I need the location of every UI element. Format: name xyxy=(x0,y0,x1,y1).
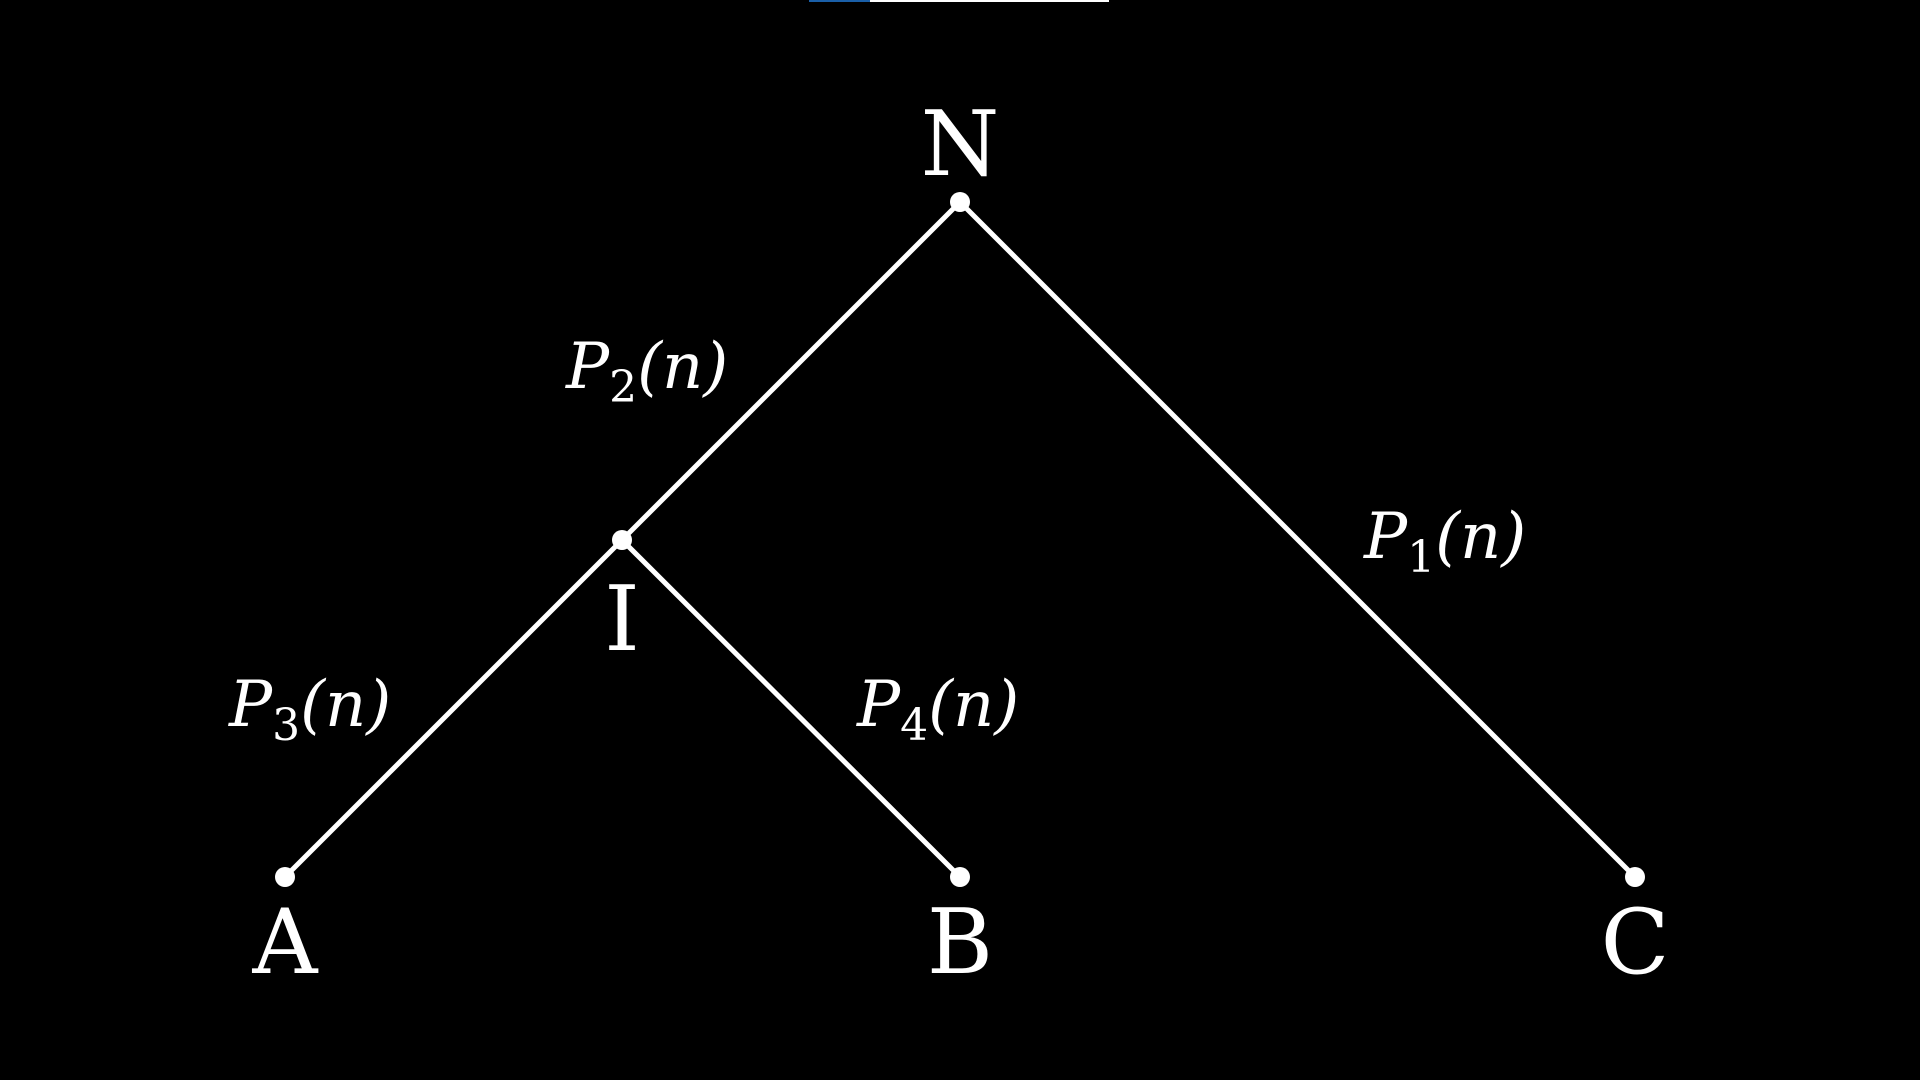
edge-internal-to-a xyxy=(282,537,625,880)
edge-label-p4-subscript: 4 xyxy=(900,700,928,751)
node-internal-dot xyxy=(612,530,632,550)
edge-internal-to-b xyxy=(619,537,963,880)
node-root-label: N xyxy=(921,92,1000,197)
node-leaf-a-dot xyxy=(275,867,295,887)
edge-label-p2: P2(n) xyxy=(565,330,728,413)
edge-label-p3: P3(n) xyxy=(228,668,391,751)
edge-root-to-c xyxy=(957,199,1638,880)
edge-label-p2-subscript: 2 xyxy=(609,362,637,413)
edge-label-p4: P4(n) xyxy=(856,668,1019,751)
edge-label-p4-prefix: P xyxy=(856,668,901,742)
node-leaf-c-dot xyxy=(1625,867,1645,887)
edge-label-p4-suffix: (n) xyxy=(928,668,1019,742)
node-root-dot xyxy=(950,192,970,212)
edge-label-p3-prefix: P xyxy=(228,668,273,742)
edge-label-p3-subscript: 3 xyxy=(272,700,300,751)
edge-label-p1-suffix: (n) xyxy=(1435,500,1526,574)
node-leaf-a-label: A xyxy=(252,890,319,995)
top-edge-bar xyxy=(809,0,1109,2)
edge-label-p1-subscript: 1 xyxy=(1407,532,1435,583)
node-leaf-b-dot xyxy=(950,867,970,887)
edge-label-p2-prefix: P xyxy=(565,330,610,404)
edge-label-p3-suffix: (n) xyxy=(300,668,391,742)
node-leaf-b-label: B xyxy=(927,890,993,995)
node-leaf-c-label: C xyxy=(1601,890,1670,995)
edge-label-p1: P1(n) xyxy=(1363,500,1526,583)
node-internal-label: I xyxy=(604,567,640,672)
edge-label-p2-suffix: (n) xyxy=(637,330,728,404)
edge-root-to-internal xyxy=(619,199,963,543)
edge-label-p1-prefix: P xyxy=(1363,500,1408,574)
top-edge-bar-accent xyxy=(809,0,870,2)
